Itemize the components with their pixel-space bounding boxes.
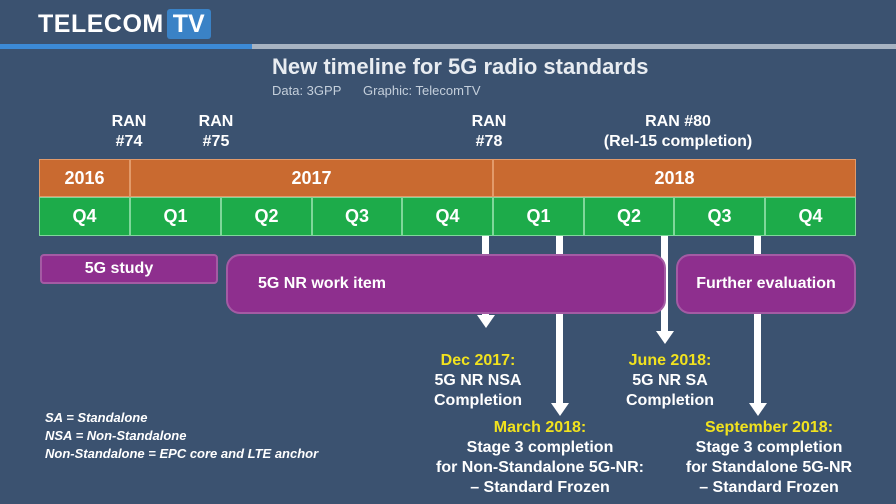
note-line: SA = Standalone (45, 410, 148, 425)
telecomtv-logo: TELECOM TV (38, 9, 211, 39)
ran-label-line2: #78 (475, 133, 503, 150)
quarter-cell: Q4 (765, 197, 856, 236)
quarter-cell: Q2 (221, 197, 312, 236)
data-source: Data: 3GPP (272, 83, 342, 98)
ran-label-75: RAN #75 (185, 112, 247, 152)
milestone-line: Stage 3 completion (695, 439, 843, 456)
milestone-date: September 2018: (704, 419, 834, 436)
ran-label-line1: RAN #80 (645, 113, 711, 130)
arrow-dec-2017-head (477, 315, 495, 328)
milestone-line: 5G NR NSA (434, 372, 522, 389)
arrow-sep-2018-stem (754, 236, 761, 404)
quarter-cell: Q1 (130, 197, 221, 236)
milestone-mar-2018: March 2018: Stage 3 completion for Non-S… (430, 418, 650, 498)
ran-label-line1: RAN (198, 113, 234, 130)
phase-label: 5G study (84, 260, 154, 277)
ran-label-78: RAN #78 (458, 112, 520, 152)
milestone-line: Stage 3 completion (466, 439, 614, 456)
year-cell-2016: 2016 (39, 159, 130, 197)
milestone-date: June 2018: (628, 352, 712, 369)
header-rule-accent (0, 44, 252, 49)
milestone-jun-2018: June 2018: 5G NR SA Completion (600, 351, 740, 411)
header-rule (252, 44, 896, 49)
milestone-line: for Non-Standalone 5G-NR: (436, 459, 644, 476)
note-line: NSA = Non-Standalone (45, 428, 187, 443)
arrow-mar-2018-head (551, 403, 569, 416)
ran-label-line1: RAN (111, 113, 147, 130)
phase-bar-5g-nr-work-item: 5G NR work item (226, 254, 666, 314)
milestone-line: – Standard Frozen (470, 479, 610, 496)
graphic-credit: Graphic: TelecomTV (363, 83, 481, 98)
milestone-line: Completion (434, 392, 522, 409)
year-cell-2017: 2017 (130, 159, 493, 197)
milestone-sep-2018: September 2018: Stage 3 completion for S… (664, 418, 874, 498)
arrow-jun-2018-head (656, 331, 674, 344)
quarter-cell: Q2 (584, 197, 674, 236)
quarter-cell: Q4 (39, 197, 130, 236)
phase-label: 5G NR work item (258, 275, 387, 292)
arrow-sep-2018-head (749, 403, 767, 416)
phase-bar-5g-study: 5G study (40, 254, 218, 284)
ran-label-line2: #75 (202, 133, 230, 150)
quarter-cell: Q3 (674, 197, 765, 236)
arrow-mar-2018-stem (556, 236, 563, 404)
milestone-line: Completion (626, 392, 714, 409)
logo-wordmark: TELECOM (38, 9, 164, 38)
year-cell-2018: 2018 (493, 159, 856, 197)
ran-label-80: RAN #80 (Rel-15 completion) (588, 112, 768, 152)
ran-label-line2: (Rel-15 completion) (603, 133, 753, 150)
phase-label: Further evaluation (696, 275, 836, 292)
abbreviation-notes: SA = Standalone NSA = Non-Standalone Non… (45, 409, 318, 463)
ran-label-74: RAN #74 (98, 112, 160, 152)
ran-label-line2: #74 (115, 133, 143, 150)
phase-bar-further-evaluation: Further evaluation (676, 254, 856, 314)
quarter-cell: Q1 (493, 197, 584, 236)
milestone-line: – Standard Frozen (699, 479, 839, 496)
quarter-cell: Q4 (402, 197, 493, 236)
milestone-date: Dec 2017: (440, 352, 516, 369)
logo-tv-box: TV (166, 9, 211, 39)
milestone-line: for Standalone 5G-NR (685, 459, 853, 476)
milestone-dec-2017: Dec 2017: 5G NR NSA Completion (408, 351, 548, 411)
milestone-line: 5G NR SA (632, 372, 708, 389)
note-line: Non-Standalone = EPC core and LTE anchor (45, 446, 319, 461)
page-title: New timeline for 5G radio standards (272, 54, 649, 79)
quarter-cell: Q3 (312, 197, 402, 236)
ran-label-line1: RAN (471, 113, 507, 130)
milestone-date: March 2018: (493, 419, 587, 436)
